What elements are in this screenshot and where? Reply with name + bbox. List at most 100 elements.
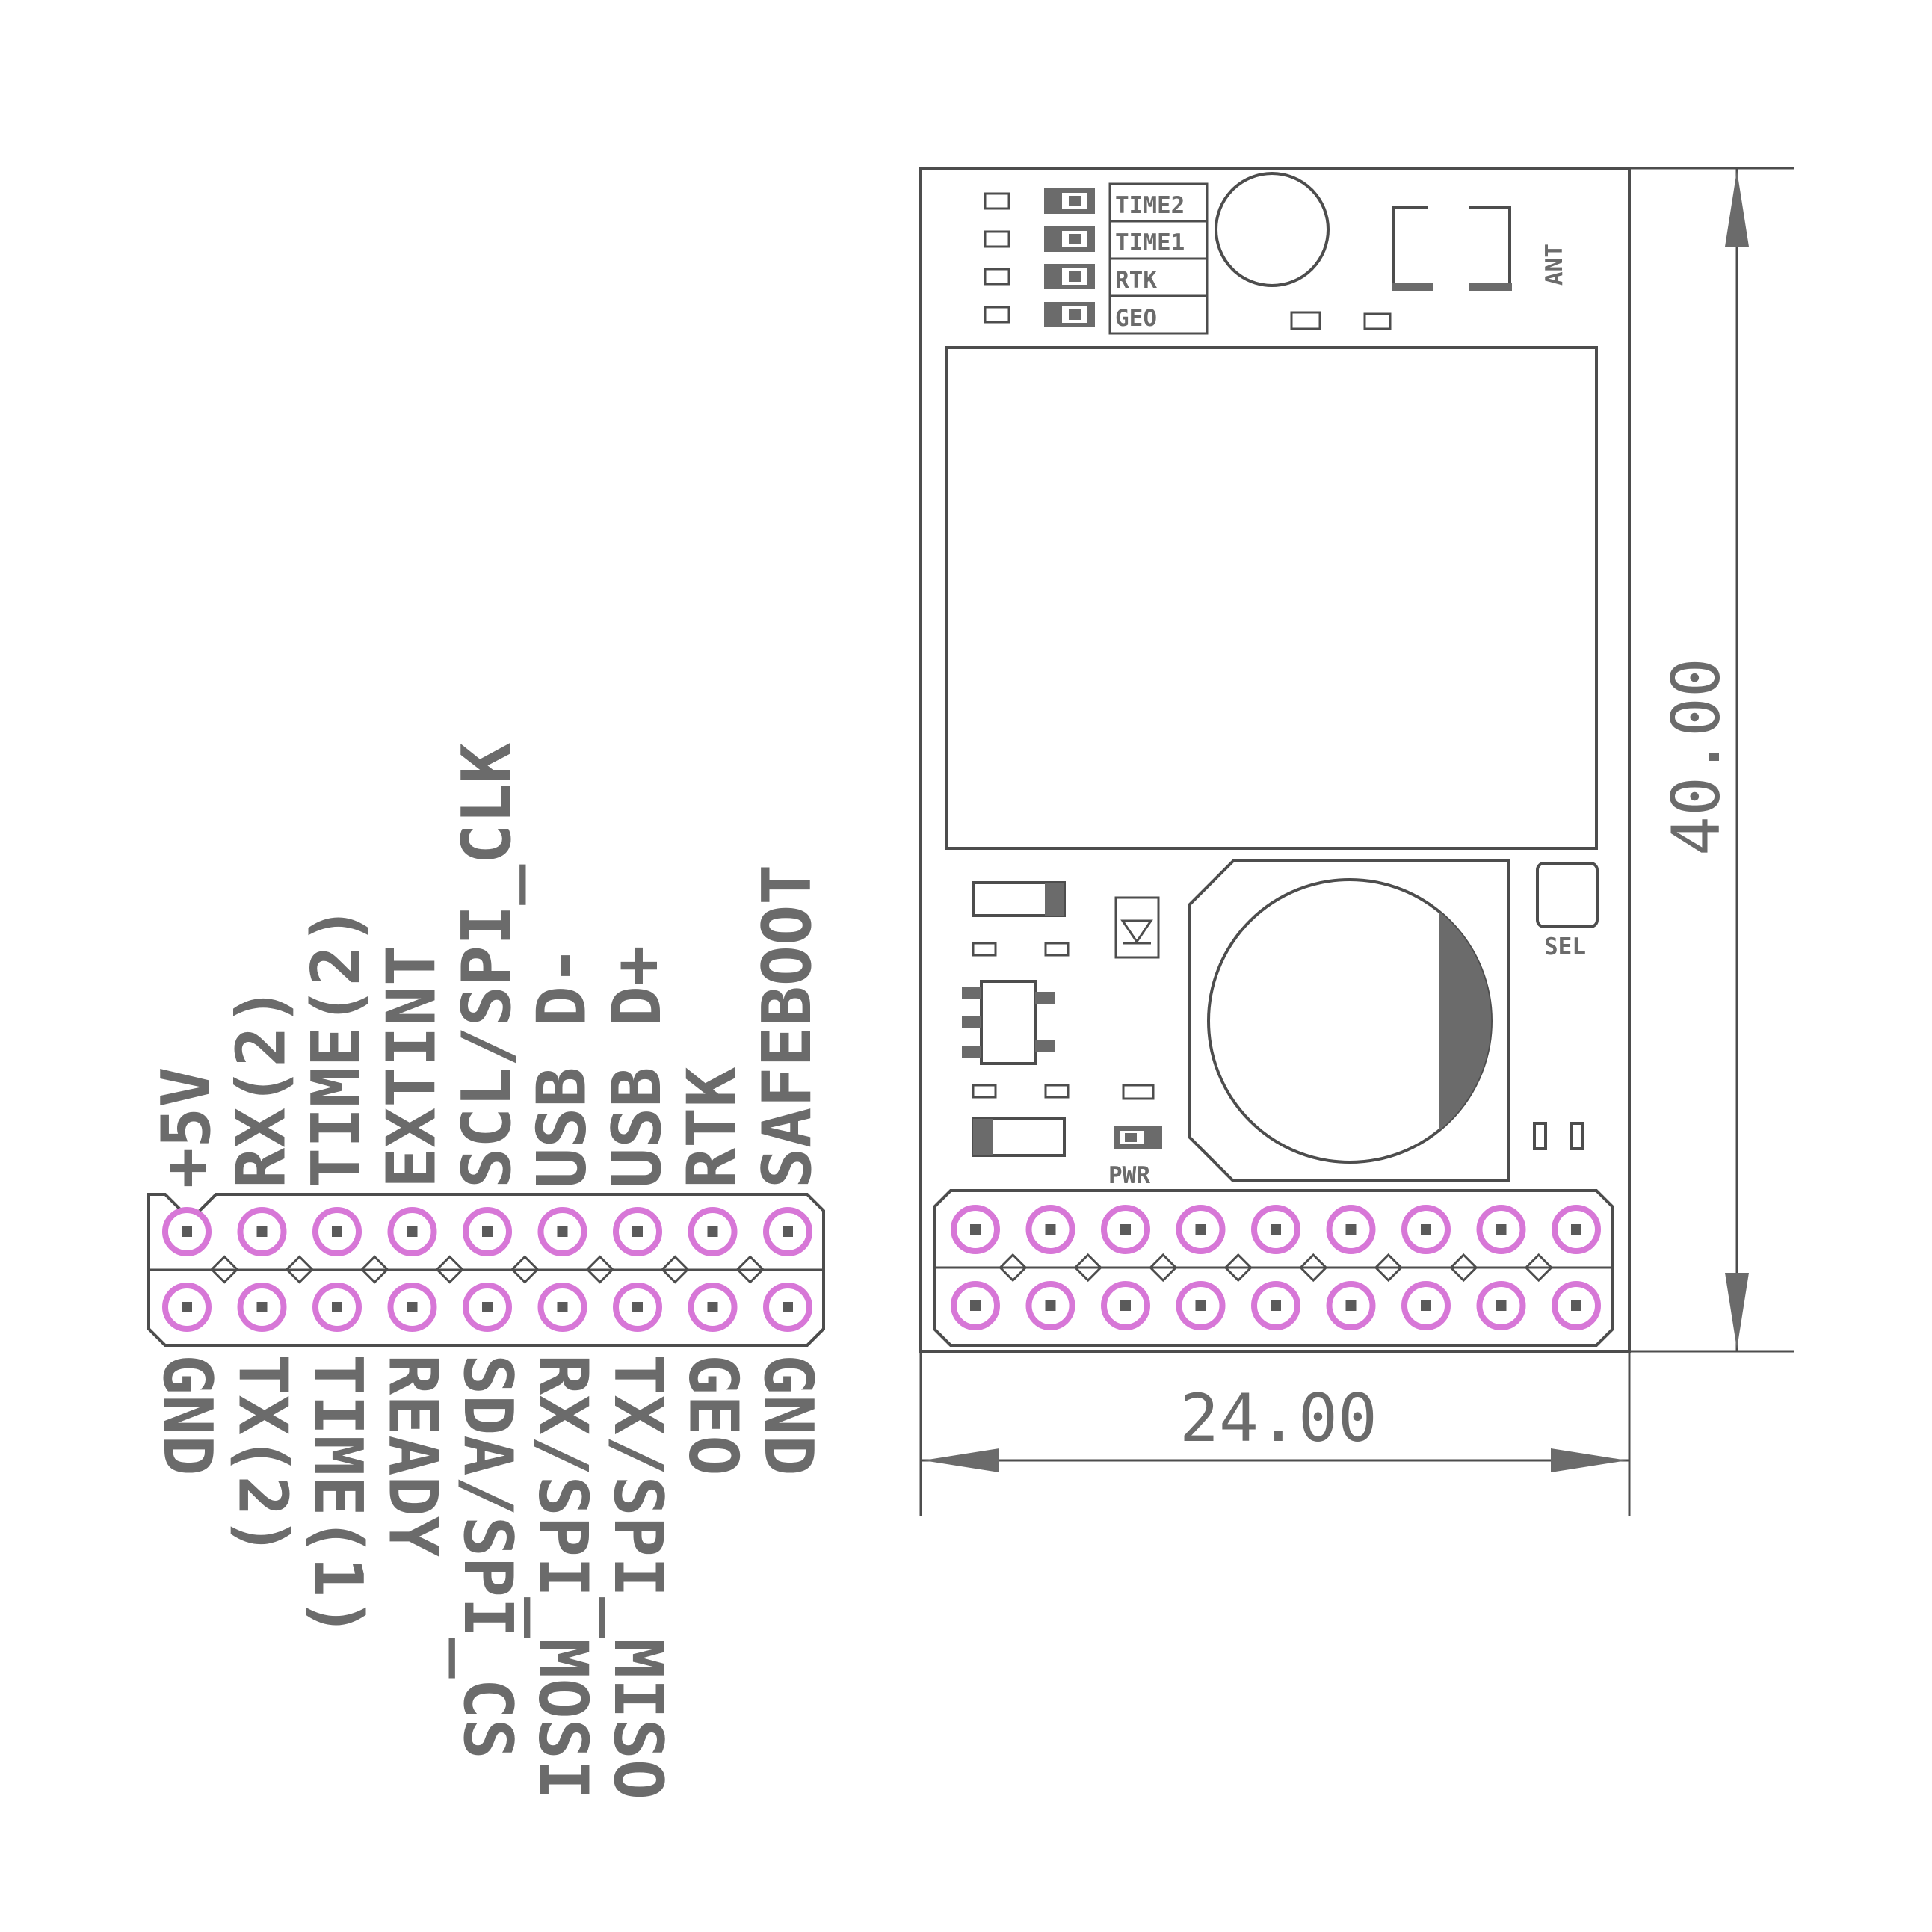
bottom-pin-label: GEO: [674, 1354, 753, 1476]
pad-center: [1271, 1224, 1281, 1235]
top-pin-label: USB D-: [523, 945, 602, 1188]
bottom-pin-labels: GNDTX(2)TIME(1)READYSDA/SPI_CSRX/SPI_MOS…: [148, 1354, 827, 1800]
board-pad-array: [951, 1205, 1601, 1330]
pad-center: [1496, 1224, 1507, 1235]
pad-center: [632, 1302, 643, 1312]
pad-spacer: [1223, 1253, 1253, 1283]
pad-center: [256, 1226, 268, 1237]
pad-center: [182, 1302, 192, 1312]
smd-pad: [1122, 1084, 1155, 1100]
battery-polarity-fill: [1439, 911, 1492, 1131]
led-pad: [984, 192, 1010, 210]
pad-center: [407, 1226, 418, 1237]
pad-spacer: [360, 1255, 389, 1284]
led-rtk: [1044, 264, 1095, 289]
pad-center: [1195, 1224, 1206, 1235]
select-button: SEL: [1536, 862, 1599, 960]
protection-diode: [1114, 896, 1160, 959]
pad-center: [1571, 1300, 1581, 1311]
pad-center: [557, 1226, 568, 1237]
pad-center: [1120, 1300, 1131, 1311]
pad-center: [1120, 1224, 1131, 1235]
diode-top: [972, 881, 1066, 917]
led-row-small: [984, 192, 1010, 324]
select-label: SEL: [1544, 933, 1586, 960]
pad-spacer: [999, 1253, 1028, 1283]
led-label-rtk: RTK: [1115, 267, 1157, 294]
pad-center: [1496, 1300, 1507, 1311]
pad-center: [332, 1226, 342, 1237]
pad-spacer: [285, 1255, 314, 1284]
pad-spacer: [435, 1255, 464, 1284]
led-label-box: TIME2 TIME1 RTK GEO: [1108, 182, 1209, 335]
top-pin-label: +5V: [147, 1067, 226, 1188]
pad-spacer: [1374, 1253, 1403, 1283]
led-label-time1: TIME1: [1115, 229, 1185, 256]
voltage-regulator: [962, 980, 1055, 1065]
pad-spacer: [1299, 1253, 1328, 1283]
led-pad: [984, 230, 1010, 248]
smd-pad: [972, 942, 997, 957]
top-pin-label: SAFEBOOT: [748, 865, 827, 1188]
pad-center: [1571, 1224, 1581, 1235]
smd-pad: [1570, 1122, 1584, 1150]
bottom-pin-label: RX/SPI_MOSI: [524, 1354, 602, 1800]
smd-pad: [1044, 1084, 1070, 1099]
led-row-large: [1044, 188, 1095, 327]
bottom-pin-label: SDA/SPI_CS: [448, 1354, 527, 1759]
gnss-module: [945, 346, 1598, 850]
pad-center: [1045, 1300, 1056, 1311]
pad-center: [482, 1302, 493, 1312]
diode-bottom: [972, 1117, 1066, 1157]
pad-spacer: [1524, 1253, 1553, 1283]
pad-center: [1271, 1300, 1281, 1311]
pad-center: [783, 1226, 793, 1237]
pad-spacer: [210, 1255, 239, 1284]
bottom-pin-label: GND: [749, 1354, 827, 1476]
bottom-pin-label: TIME(1): [298, 1354, 377, 1638]
pad-center: [1421, 1300, 1431, 1311]
pad-center: [182, 1226, 192, 1237]
pad-center: [970, 1300, 981, 1311]
height-dimension: 40.00: [1629, 167, 1794, 1353]
pad-spacer: [510, 1255, 540, 1284]
led-label-time2: TIME2: [1115, 192, 1185, 219]
pad-center: [970, 1224, 981, 1235]
board-header-outline: [933, 1189, 1614, 1347]
battery-holder: [1188, 859, 1510, 1182]
bottom-pin-label: GND: [148, 1354, 226, 1476]
smd-pad: [972, 1084, 997, 1099]
pad-center: [1045, 1224, 1056, 1235]
left-pad-array: [162, 1207, 812, 1332]
pad-center: [707, 1226, 718, 1237]
bottom-pin-label: TX(2): [223, 1354, 302, 1557]
pad-spacer: [1073, 1253, 1102, 1283]
top-pin-label: RX(2): [223, 986, 301, 1188]
pad-spacer: [735, 1255, 765, 1284]
pad-center: [256, 1302, 268, 1312]
pad-center: [632, 1226, 643, 1237]
smd-pad: [1363, 312, 1392, 330]
top-pin-label: USB D+: [598, 945, 676, 1188]
bottom-pin-label: READY: [374, 1354, 452, 1557]
power-label: PWR: [1108, 1162, 1150, 1189]
top-pin-label: TIME(2): [297, 905, 376, 1188]
pad-center: [332, 1302, 342, 1312]
pad-center: [1421, 1224, 1431, 1235]
pad-center: [1345, 1300, 1357, 1311]
pad-center: [407, 1302, 418, 1312]
smd-pad: [1290, 311, 1321, 330]
antenna-connector: ANT: [1392, 206, 1568, 291]
pad-center: [557, 1302, 568, 1312]
led-time2: [1044, 188, 1095, 214]
top-pin-label: EXTINT: [373, 945, 451, 1188]
pad-spacer: [585, 1255, 614, 1284]
antenna-label: ANT: [1541, 244, 1568, 286]
led-pad: [984, 306, 1010, 324]
smd-pad: [1533, 1122, 1547, 1150]
led-pad: [984, 268, 1010, 286]
led-label-geo: GEO: [1115, 305, 1157, 332]
